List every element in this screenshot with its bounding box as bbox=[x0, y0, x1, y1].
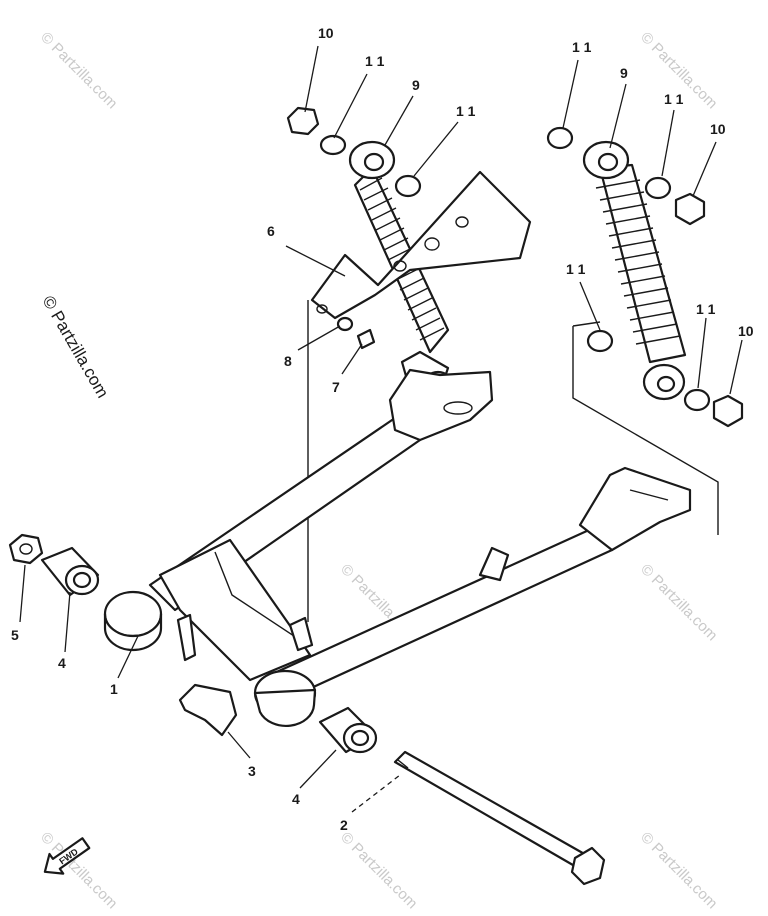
bushing-4-right bbox=[318, 706, 378, 754]
callout-10-bottom-right: 10 bbox=[738, 323, 754, 339]
watermark-bottom-center: © Partzilla.com bbox=[337, 829, 420, 912]
callout-8: 8 bbox=[284, 353, 292, 369]
callout-10-top-right: 10 bbox=[710, 121, 726, 137]
nut-10-bottom-right bbox=[712, 394, 744, 428]
callout-10-top-left: 10 bbox=[318, 25, 334, 41]
washer-11-bottom-right-b bbox=[683, 388, 711, 412]
callout-7: 7 bbox=[332, 379, 340, 395]
callout-11-top-left-b: 1 1 bbox=[456, 103, 476, 119]
bolt-7 bbox=[356, 328, 376, 350]
right-mounting-plane bbox=[572, 321, 719, 535]
shock-mount-bracket bbox=[310, 170, 532, 320]
chain-guide-3 bbox=[178, 683, 238, 737]
pivot-bolt-2 bbox=[393, 750, 606, 886]
callout-11-top-right-b: 1 1 bbox=[664, 91, 684, 107]
callout-3: 3 bbox=[248, 763, 256, 779]
bracket-hole-4 bbox=[316, 304, 328, 314]
callout-9-left: 9 bbox=[412, 77, 420, 93]
callout-2: 2 bbox=[340, 817, 348, 833]
callout-11-top-right-a: 1 1 bbox=[572, 39, 592, 55]
swing-arm bbox=[103, 368, 692, 728]
nut-10-top-left bbox=[286, 106, 320, 136]
callout-11-bottom-right-b: 1 1 bbox=[696, 301, 716, 317]
bracket-hole-3 bbox=[393, 260, 407, 272]
bracket-hole-2 bbox=[424, 237, 440, 251]
watermark-left-mid: © Partzilla.com bbox=[39, 293, 113, 402]
callout-5: 5 bbox=[11, 627, 19, 643]
callout-leaders bbox=[19, 45, 743, 813]
callout-6: 6 bbox=[267, 223, 275, 239]
washer-11-top-right-b bbox=[644, 176, 672, 200]
callout-11-top-left-a: 1 1 bbox=[365, 53, 385, 69]
washer-11-top-left-a bbox=[319, 134, 347, 156]
bushing-4-left bbox=[40, 546, 100, 597]
washer-8 bbox=[336, 316, 354, 332]
watermark-right-mid: © Partzilla.com bbox=[637, 561, 720, 644]
callout-4-right: 4 bbox=[292, 791, 300, 807]
watermark-top-left: © Partzilla.com bbox=[37, 29, 120, 112]
callout-11-bottom-right-a: 1 1 bbox=[566, 261, 586, 277]
washer-11-top-left-b bbox=[394, 174, 422, 198]
nut-10-top-right bbox=[674, 192, 706, 226]
right-shock-absorber bbox=[582, 140, 687, 401]
washer-11-bottom-right-a bbox=[586, 329, 614, 353]
callout-1: 1 bbox=[110, 681, 118, 697]
bracket-hole-1 bbox=[455, 216, 469, 228]
nut-5 bbox=[8, 533, 44, 565]
washer-11-top-right-a bbox=[546, 126, 574, 150]
watermark-bottom-right: © Partzilla.com bbox=[637, 829, 720, 912]
callout-9-right: 9 bbox=[620, 65, 628, 81]
callout-4-left: 4 bbox=[58, 655, 66, 671]
callout-labels: 10 1 1 9 1 1 1 1 9 1 1 10 6 1 1 1 1 10 8… bbox=[11, 25, 754, 833]
